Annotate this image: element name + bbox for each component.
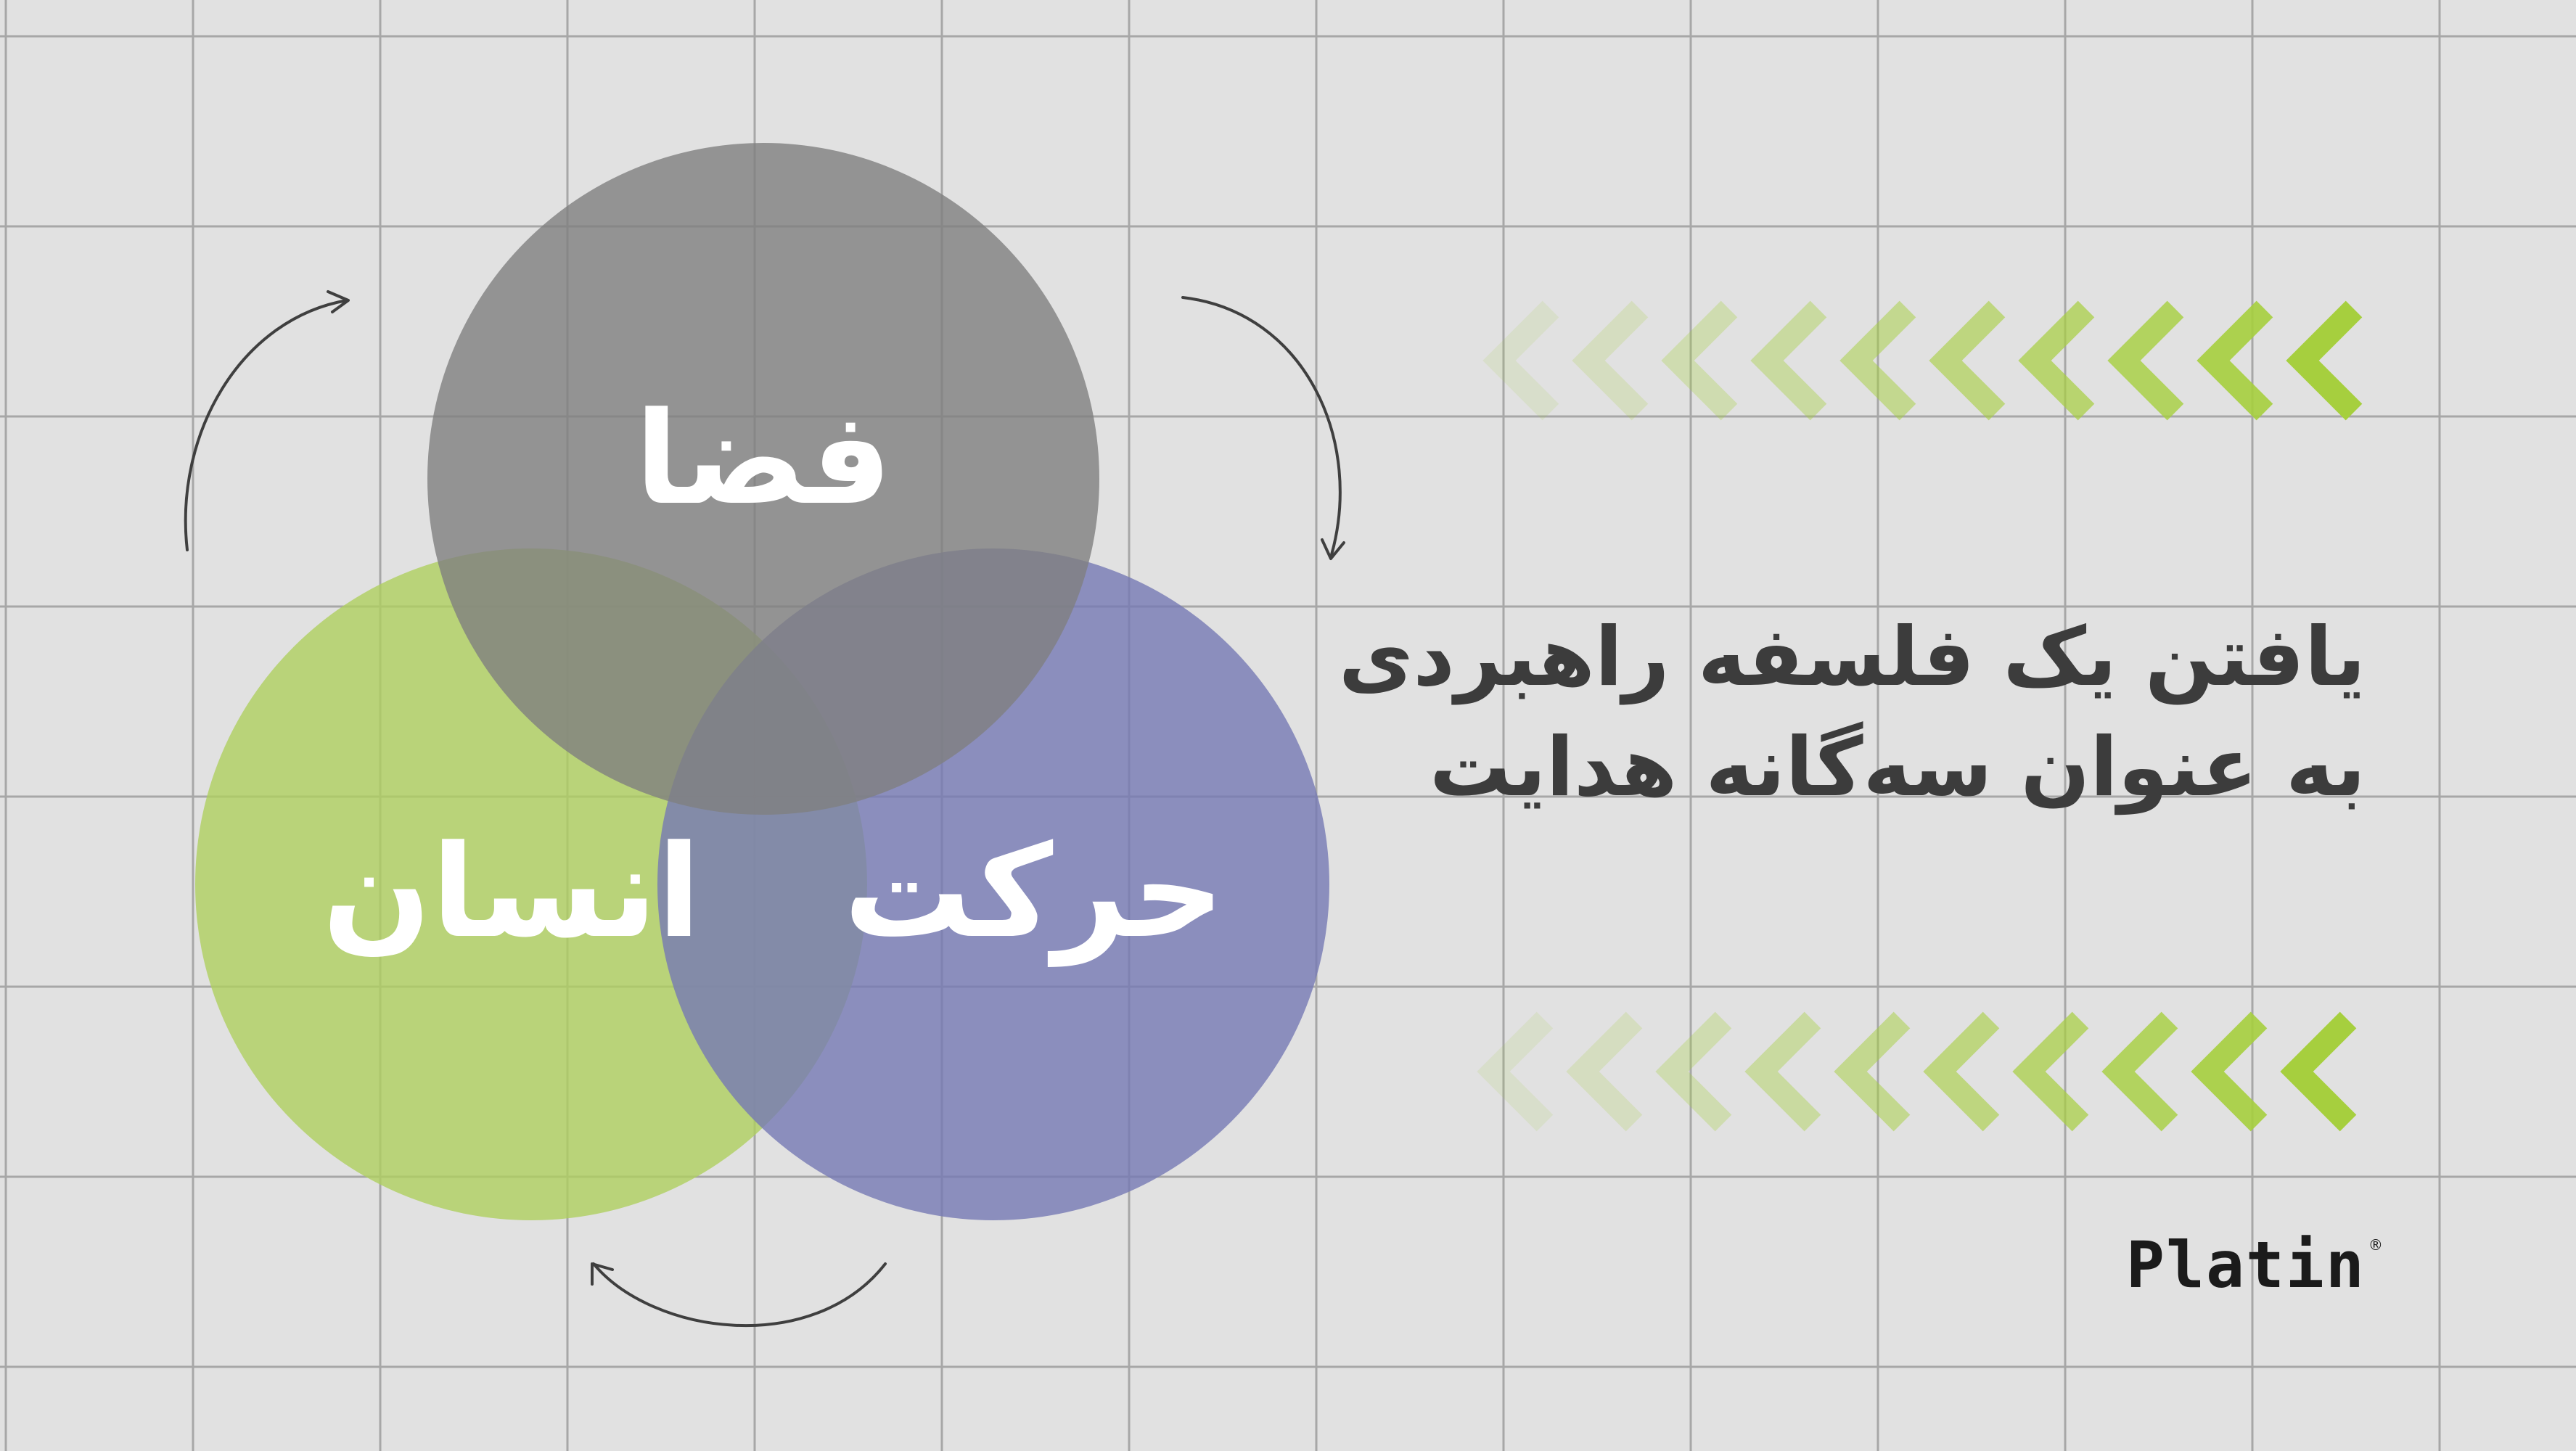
chevron-left-icon <box>1482 300 1559 421</box>
headline: یافتن یک فلسفه راهبردی به عنوان سه‌گانه … <box>1338 602 2366 823</box>
chevron-left-icon <box>2286 300 2363 421</box>
logo-wordmark: Platin <box>2126 1228 2366 1302</box>
registered-mark: ® <box>2368 1236 2383 1254</box>
chevron-left-icon <box>2196 300 2273 421</box>
chevron-left-icon <box>1744 1011 1821 1132</box>
motion-label: حرکت <box>843 818 1225 966</box>
curved-arrow-icon <box>184 290 350 551</box>
chevron-left-icon <box>1566 1011 1643 1132</box>
headline-line-2: به عنوان سه‌گانه هدایت <box>1429 720 2366 815</box>
chevron-left-icon <box>2012 1011 2089 1132</box>
curved-arrow-icon <box>591 1262 887 1328</box>
curved-arrow-icon <box>1181 296 1345 560</box>
platin-logo: Platin ® <box>2126 1228 2383 1306</box>
headline-line-1: یافتن یک فلسفه راهبردی <box>1338 610 2366 704</box>
space-label: فضا <box>634 385 893 533</box>
chevron-left-icon <box>2101 1011 2178 1132</box>
human-label: انسان <box>322 818 701 966</box>
chevron-left-icon <box>1929 300 2006 421</box>
chevron-left-icon <box>1839 300 1916 421</box>
chevron-left-icon <box>1572 300 1649 421</box>
chevron-left-icon <box>1750 300 1827 421</box>
chevron-left-icon <box>2018 300 2095 421</box>
chevron-left-icon <box>2107 300 2184 421</box>
chevron-left-icon <box>1661 300 1738 421</box>
chevron-left-icon <box>1923 1011 2000 1132</box>
chevron-left-icon <box>1477 1011 1554 1132</box>
space-circle <box>427 143 1099 815</box>
chevron-left-icon <box>1834 1011 1911 1132</box>
chevron-left-icon <box>2191 1011 2268 1132</box>
chevron-left-icon <box>2280 1011 2357 1132</box>
chevron-left-icon <box>1655 1011 1732 1132</box>
